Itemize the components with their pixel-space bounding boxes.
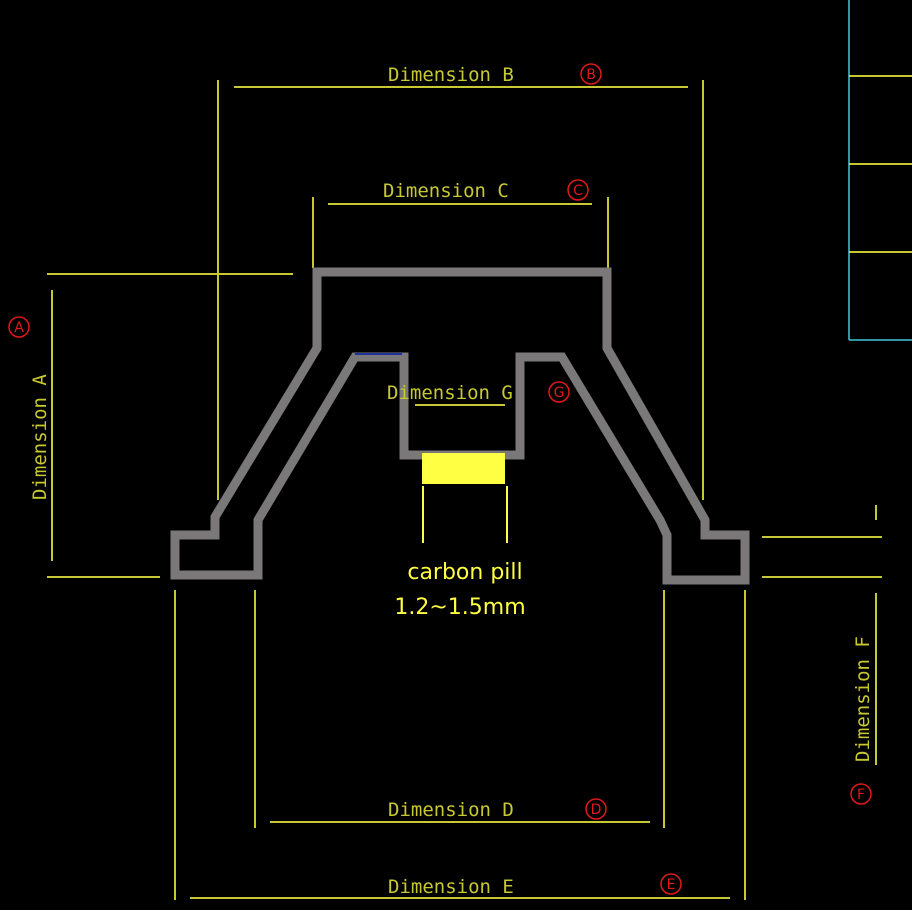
part-outline [170, 267, 750, 585]
marker-c: C [567, 179, 589, 201]
carbon-pill-label: carbon pill [407, 560, 522, 585]
svg-text:A: A [14, 320, 24, 336]
marker-f: F [850, 783, 872, 805]
dimension-d-label: Dimension D [388, 799, 514, 821]
dimension-g-label: Dimension G [387, 382, 513, 404]
svg-text:C: C [573, 183, 583, 199]
marker-b: B [580, 63, 602, 85]
carbon-pill-thickness: 1.2~1.5mm [394, 595, 525, 620]
svg-text:E: E [667, 877, 676, 893]
dimension-f-label: Dimension F [852, 636, 874, 762]
dimension-b-label: Dimension B [388, 64, 514, 86]
dimension-c-label: Dimension C [383, 180, 509, 202]
svg-text:B: B [586, 67, 596, 83]
dimension-lines [47, 80, 882, 900]
dimension-a-label: Dimension A [29, 374, 51, 500]
marker-e: E [660, 873, 682, 895]
svg-text:G: G [554, 385, 565, 401]
marker-a: A [8, 316, 30, 338]
svg-text:D: D [591, 802, 602, 818]
carbon-pill [422, 453, 505, 484]
dimension-e-label: Dimension E [388, 876, 514, 898]
marker-g: G [548, 381, 570, 403]
marker-d: D [585, 798, 607, 820]
title-block-frame [848, 0, 912, 341]
svg-text:F: F [857, 787, 865, 803]
